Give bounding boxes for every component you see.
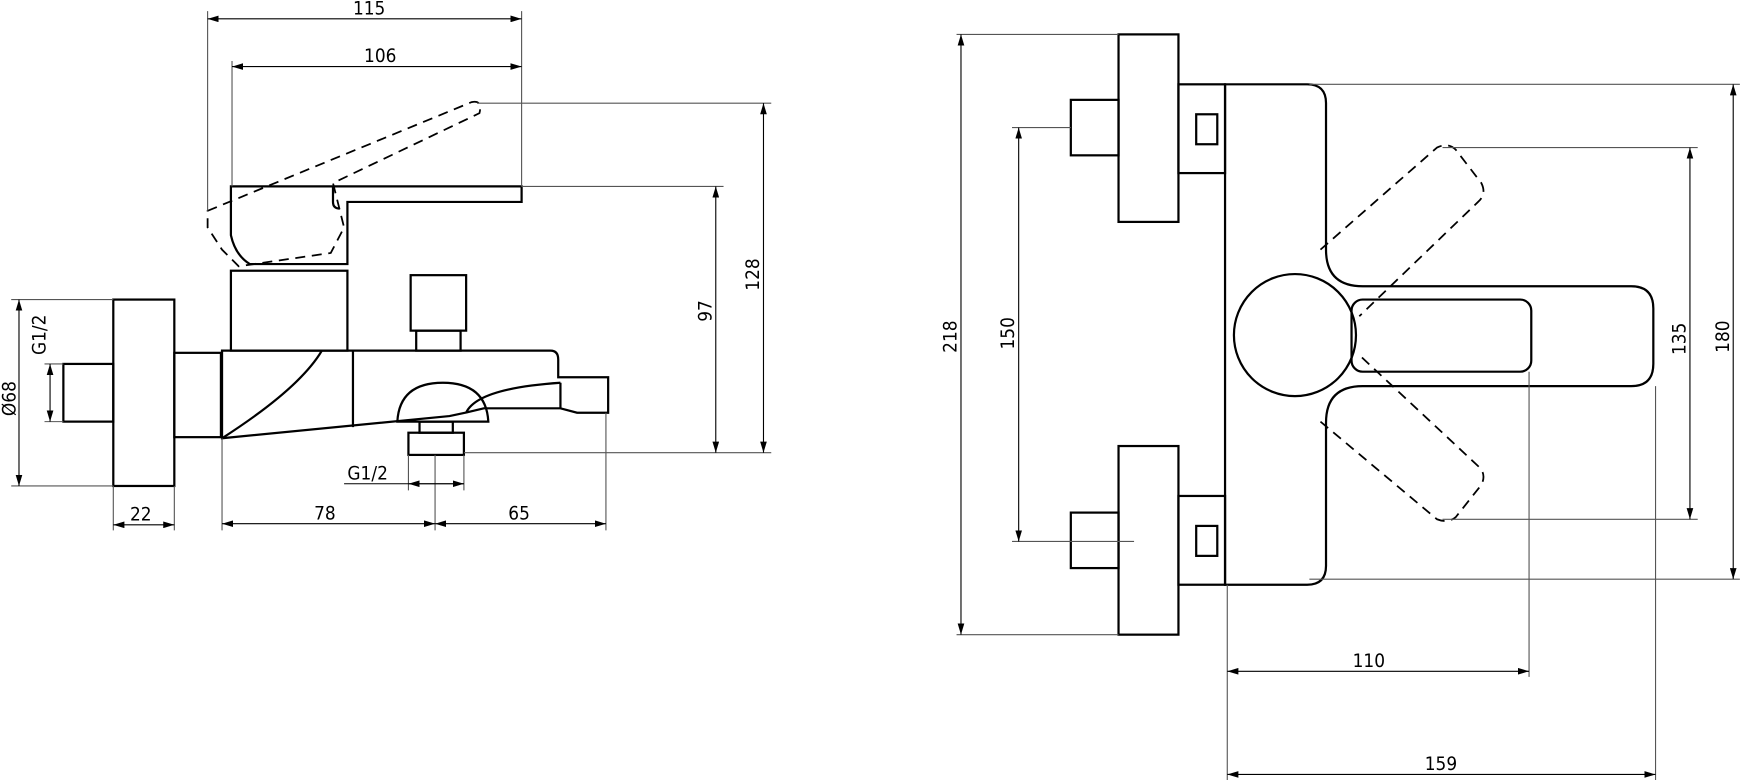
top-view: 218 150 135 180 110 159	[940, 33, 1740, 780]
connector	[173, 351, 223, 439]
dim-150: 150	[997, 317, 1019, 349]
dim-65: 65	[508, 502, 530, 524]
handle-column	[229, 269, 349, 352]
handle-base	[229, 185, 523, 266]
dim-22: 22	[130, 503, 152, 525]
lever-left-position	[1319, 144, 1485, 317]
mixer-body	[1223, 83, 1655, 586]
dim-115: 115	[353, 0, 385, 19]
lever-top	[1350, 298, 1533, 373]
top-inlet-pipe	[1069, 98, 1120, 157]
dim-218: 218	[940, 320, 962, 352]
bottom-flange	[1117, 444, 1180, 636]
side-view: 115 106 128 97 Ø68 G1/2 22 78 65 G1/2	[0, 0, 772, 531]
lever-right-position	[1319, 354, 1485, 522]
dim-135: 135	[1669, 323, 1691, 355]
dim-diameter-68: Ø68	[0, 381, 21, 416]
dim-78: 78	[314, 502, 336, 524]
dim-110: 110	[1353, 650, 1385, 672]
dim-outlet-g12: G1/2	[347, 462, 387, 484]
outlet-nipple	[407, 431, 466, 457]
dim-159: 159	[1425, 753, 1457, 775]
dim-106: 106	[364, 45, 396, 67]
spout-body	[220, 349, 610, 440]
lever-raised-outline	[206, 100, 482, 268]
top-flange	[1117, 33, 1180, 224]
outlet-dome	[396, 381, 490, 423]
dim-180: 180	[1712, 320, 1734, 352]
cartridge-circle	[1232, 272, 1358, 398]
inlet-pipe	[62, 362, 115, 423]
dim-inlet-g12: G1/2	[29, 315, 51, 355]
bottom-inlet-pipe	[1069, 511, 1120, 570]
diverter-knob	[409, 274, 468, 332]
diverter-stem	[415, 329, 462, 352]
wall-flange	[112, 298, 176, 488]
dim-97: 97	[694, 300, 716, 322]
dim-128: 128	[742, 258, 764, 290]
